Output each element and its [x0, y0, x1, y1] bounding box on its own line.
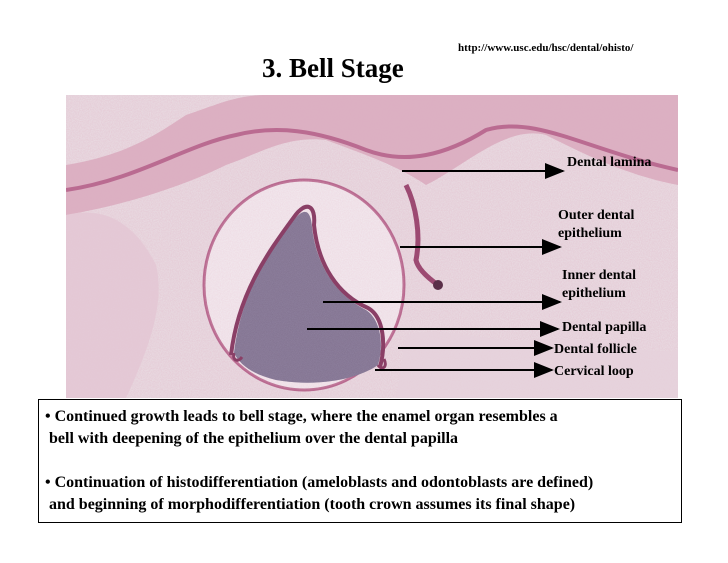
bullet-1-line-1: • Continued growth leads to bell stage, …: [45, 408, 558, 425]
slide-title: 3. Bell Stage: [262, 53, 404, 83]
label-outer-dental-2: epithelium: [558, 226, 622, 241]
bullet-2-line-2: and beginning of morphodifferentiation (…: [45, 496, 576, 513]
label-cervical-loop: Cervical loop: [554, 364, 634, 379]
label-inner-dental-2: epithelium: [562, 286, 626, 301]
bullet-2-line-1: • Continuation of histodifferentiation (…: [45, 474, 594, 491]
label-dental-papilla: Dental papilla: [562, 320, 647, 335]
bullet-1-line-2: bell with deepening of the epithelium ov…: [45, 430, 459, 447]
source-url: http://www.usc.edu/hsc/dental/ohisto/: [458, 42, 634, 54]
label-dental-lamina: Dental lamina: [567, 155, 652, 170]
label-outer-dental-1: Outer dental: [558, 208, 635, 223]
label-dental-follicle: Dental follicle: [554, 342, 637, 357]
description-box: • Continued growth leads to bell stage, …: [38, 399, 682, 523]
label-inner-dental-1: Inner dental: [562, 268, 637, 283]
